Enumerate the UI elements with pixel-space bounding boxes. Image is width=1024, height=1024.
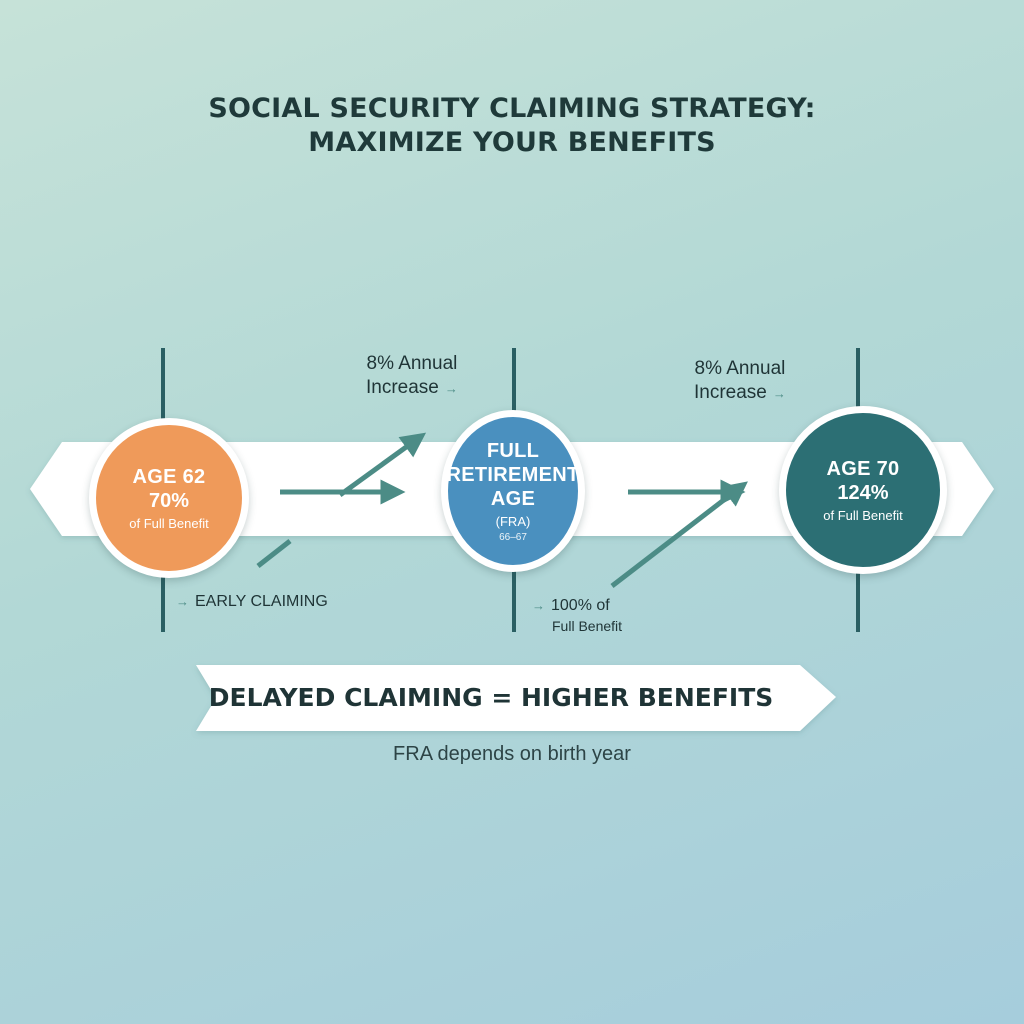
arrow-fra-rising <box>610 481 748 588</box>
arrow-right-icon: → <box>532 598 545 613</box>
increase-1-line-2: Increase → <box>366 376 458 401</box>
milestone-fra: FULL RETIREMENT AGE (FRA) 66–67 <box>441 410 585 572</box>
arrow-right-icon: → <box>444 381 458 396</box>
footnote: FRA depends on birth year <box>393 743 631 765</box>
increase-1-text: Increase <box>366 377 439 398</box>
fra-benefit-text-1: 100% of <box>551 597 610 614</box>
page-title: SOCIAL SECURITY CLAIMING STRATEGY: MAXIM… <box>0 92 1024 160</box>
banner-arrow <box>196 665 836 731</box>
fra-benefit-line-1: → 100% of <box>532 596 622 616</box>
milestone-62-percent: 70% <box>148 489 190 512</box>
increase-1-line-1: 8% Annual <box>366 353 458 374</box>
increase-2-line-2: Increase → <box>694 381 786 406</box>
milestone-fra-line-1: FULL <box>486 439 540 462</box>
arrow-right-icon: → <box>176 594 189 609</box>
arrow-62-rising <box>338 432 427 498</box>
fra-benefit-line-2: Full Benefit <box>552 618 623 634</box>
milestone-fra-range: 66–67 <box>499 531 527 543</box>
milestone-age-70: AGE 70 124% of Full Benefit <box>779 406 947 574</box>
increase-2-text: Increase <box>694 382 767 403</box>
milestone-fra-abbrev: (FRA) <box>495 513 531 529</box>
milestone-fra-line-2: RETIREMENT <box>446 463 580 486</box>
milestone-70-percent: 124% <box>837 481 889 504</box>
milestone-70-age: AGE 70 <box>826 457 900 480</box>
milestone-62-caption: of Full Benefit <box>129 515 209 531</box>
milestone-70-caption: of Full Benefit <box>823 507 903 523</box>
fra-benefit-label: → 100% of Full Benefit <box>532 596 622 636</box>
banner-text: DELAYED CLAIMING = HIGHER BENEFITS <box>208 683 774 712</box>
title-line-2: MAXIMIZE YOUR BENEFITS <box>308 127 716 158</box>
milestone-age-62: AGE 62 70% of Full Benefit <box>89 418 249 578</box>
milestone-62-age: AGE 62 <box>132 465 206 488</box>
annual-increase-label-2: 8% Annual Increase → <box>694 357 786 406</box>
early-claiming-text: EARLY CLAIMING <box>195 593 328 610</box>
title-line-1: SOCIAL SECURITY CLAIMING STRATEGY: <box>208 93 816 124</box>
annual-increase-label-1: 8% Annual Increase → <box>366 352 458 401</box>
early-claiming-label: → EARLY CLAIMING <box>176 592 328 612</box>
arrow-right-icon: → <box>772 386 786 401</box>
increase-2-line-1: 8% Annual <box>694 358 786 379</box>
milestone-fra-line-3: AGE <box>490 487 536 510</box>
arrow-early-stub <box>256 539 292 568</box>
